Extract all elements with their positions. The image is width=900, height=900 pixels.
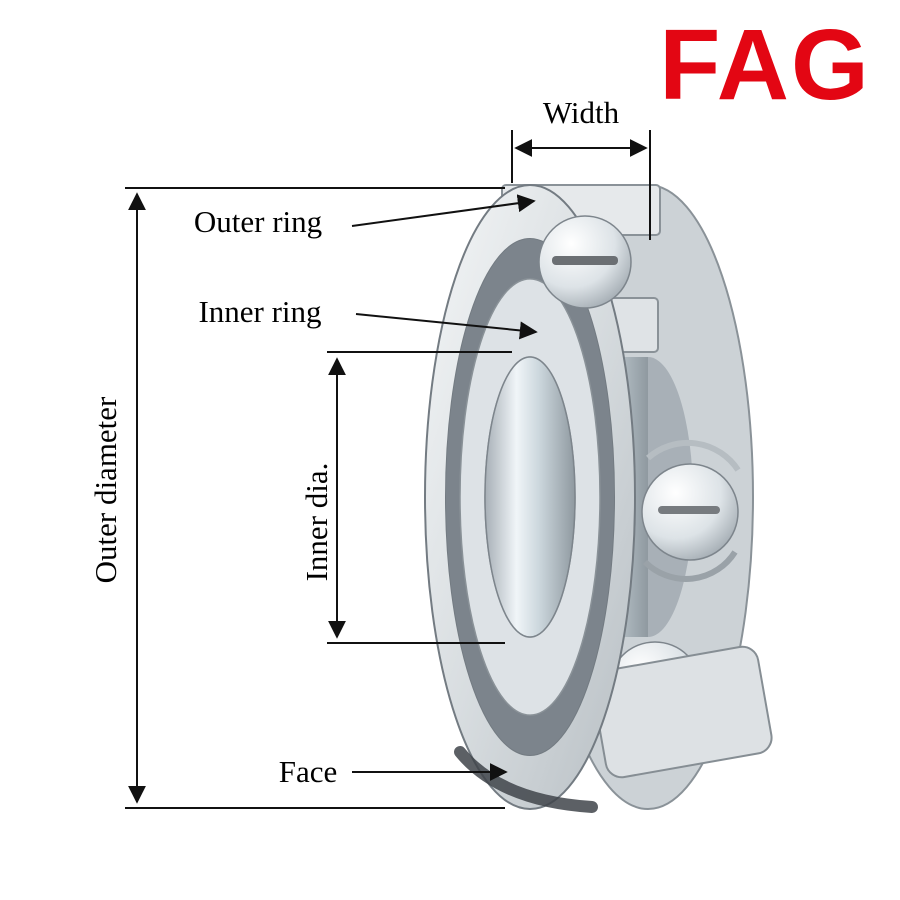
outer-ring-leader-arrow	[351, 194, 536, 227]
inner-ring-leader-arrow	[355, 313, 538, 340]
bearing-cage-arc-bottom	[642, 550, 738, 582]
bearing-ball-mid-reflection	[658, 506, 720, 514]
bearing-illustration	[424, 184, 773, 813]
face-label: Face	[278, 754, 338, 789]
fag-logo: FAG	[659, 9, 871, 121]
outer-diameter-label: Outer diameter	[88, 396, 123, 584]
bearing-bore	[484, 356, 576, 638]
bearing-face-shadow	[454, 746, 598, 813]
dimension-lines	[125, 130, 651, 809]
bearing-cage-arc-top	[646, 439, 741, 472]
inner-ring-label: Inner ring	[198, 294, 322, 329]
bearing-ball-top-reflection	[552, 256, 618, 265]
inner-dia-label: Inner dia.	[299, 462, 334, 582]
outer-ring-label: Outer ring	[193, 204, 323, 239]
width-label: Width	[542, 95, 620, 130]
